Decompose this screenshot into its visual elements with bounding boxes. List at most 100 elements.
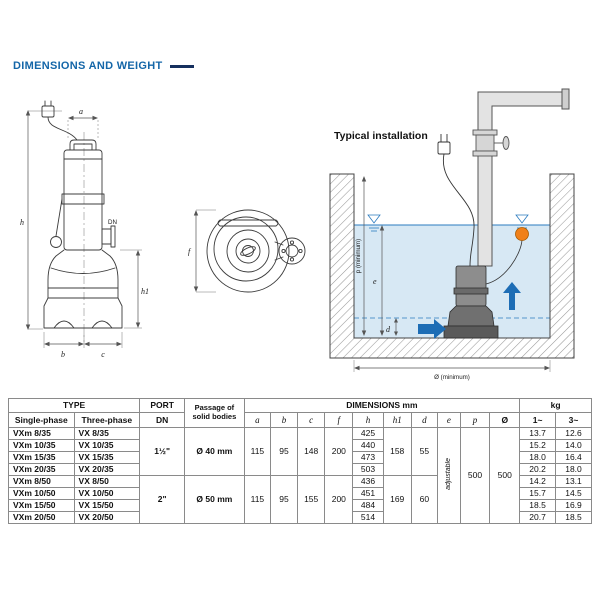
cell-model-three: VX 20/35 bbox=[73, 463, 141, 476]
dim-d: d bbox=[386, 318, 398, 336]
cell-e: adjustable bbox=[437, 427, 461, 524]
sump-walls bbox=[329, 173, 575, 359]
cell-model-three: VX 10/50 bbox=[73, 487, 141, 500]
cell-kg3: 14.5 bbox=[555, 487, 592, 500]
cell-passage: Ø 50 mm bbox=[184, 475, 245, 524]
float-switch bbox=[485, 227, 529, 285]
dim-h-label: h bbox=[20, 218, 24, 227]
cell-model-single: VXm 20/50 bbox=[8, 511, 75, 524]
header-dim-a: a bbox=[243, 412, 272, 428]
cell-model-single: VXm 8/50 bbox=[8, 475, 75, 488]
dim-h: h bbox=[20, 110, 62, 330]
dim-c-label: c bbox=[101, 350, 105, 359]
header-dim-e: e bbox=[437, 412, 461, 428]
dim-b-label: b bbox=[61, 350, 65, 359]
cell-model-three: VX 8/35 bbox=[73, 427, 141, 440]
header-port: PORT bbox=[139, 398, 186, 413]
cell-a: 115 bbox=[243, 427, 272, 476]
cell-model-three: VX 15/35 bbox=[73, 451, 141, 464]
cell-kg1: 18.5 bbox=[519, 499, 556, 512]
cell-model-three: VX 20/50 bbox=[73, 511, 141, 524]
dim-a: a bbox=[67, 107, 99, 139]
cell-kg3: 14.0 bbox=[555, 439, 592, 452]
cell-model-single: VXm 15/50 bbox=[8, 499, 75, 512]
table-row: VXm 20/50 VX 20/50 514 20.7 18.5 bbox=[8, 511, 592, 524]
typical-installation-drawing: p (minimum) e d Ø (minimum) bbox=[329, 88, 575, 381]
cell-diameter: 500 bbox=[489, 427, 521, 524]
pump-top-view-drawing: f bbox=[188, 209, 306, 293]
cell-kg1: 15.2 bbox=[519, 439, 556, 452]
dim-p-min-label: p (minimum) bbox=[355, 239, 362, 273]
pipe-end-cap bbox=[561, 88, 570, 110]
dim-h1: h1 bbox=[120, 249, 149, 329]
header-dn: DN bbox=[139, 412, 186, 428]
dim-h1-label: h1 bbox=[141, 287, 149, 296]
header-dimensions-group: DIMENSIONS mm bbox=[243, 398, 521, 413]
cell-kg3: 13.1 bbox=[555, 475, 592, 488]
installation-title: Typical installation bbox=[334, 130, 428, 142]
header-three-phase: Three-phase bbox=[73, 412, 141, 428]
cell-kg3: 12.6 bbox=[555, 427, 592, 440]
header-dim-f: f bbox=[324, 412, 354, 428]
table-row: VXm 15/35 VX 15/35 473 18.0 16.4 bbox=[8, 451, 592, 464]
cell-h: 440 bbox=[352, 439, 384, 452]
dn-label: DN bbox=[108, 219, 117, 226]
pump-side-view-drawing: h a bbox=[20, 100, 149, 359]
dim-f-label: f bbox=[188, 247, 192, 256]
cell-kg1: 20.7 bbox=[519, 511, 556, 524]
header-dim-diameter: Ø bbox=[489, 412, 521, 428]
flow-arrow-right bbox=[418, 319, 446, 339]
cell-model-three: VX 10/35 bbox=[73, 439, 141, 452]
dim-e-label: e bbox=[373, 277, 377, 286]
cell-model-single: VXm 20/35 bbox=[8, 463, 75, 476]
cell-h1: 158 bbox=[382, 427, 412, 476]
dimensions-table: TYPE PORT Passage of solid bodies DIMENS… bbox=[7, 398, 592, 524]
table-row: VXm 15/50 VX 15/50 484 18.5 16.9 bbox=[8, 499, 592, 512]
header-kg-single: 1~ bbox=[519, 412, 556, 428]
cell-b: 95 bbox=[270, 475, 298, 524]
header-passage: Passage of solid bodies bbox=[184, 398, 245, 428]
dim-diameter-min: Ø (minimum) bbox=[353, 360, 551, 381]
cell-kg3: 18.5 bbox=[555, 511, 592, 524]
cell-passage: Ø 40 mm bbox=[184, 427, 245, 476]
cell-model-single: VXm 15/35 bbox=[8, 451, 75, 464]
cell-kg1: 13.7 bbox=[519, 427, 556, 440]
title-rule bbox=[169, 64, 194, 68]
cell-h: 514 bbox=[352, 511, 384, 524]
header-type-group: TYPE bbox=[7, 398, 141, 413]
cell-kg3: 16.4 bbox=[555, 451, 592, 464]
pump-outline bbox=[43, 139, 123, 329]
power-plug-icon bbox=[437, 134, 475, 267]
cell-d: 60 bbox=[410, 475, 439, 524]
header-dim-c: c bbox=[296, 412, 326, 428]
adjustable-label: adjustable bbox=[445, 458, 453, 490]
submersible-pump bbox=[443, 265, 499, 339]
header-dim-b: b bbox=[270, 412, 298, 428]
dim-e: e bbox=[373, 225, 385, 336]
cell-h: 473 bbox=[352, 451, 384, 464]
cell-model-single: VXm 10/50 bbox=[8, 487, 75, 500]
cell-kg1: 15.7 bbox=[519, 487, 556, 500]
dim-d-label: d bbox=[386, 325, 391, 334]
cell-model-single: VXm 8/35 bbox=[8, 427, 75, 440]
header-dim-h1: h1 bbox=[382, 412, 412, 428]
cell-b: 95 bbox=[270, 427, 298, 476]
header-dim-d: d bbox=[410, 412, 439, 428]
dim-p-min: p (minimum) bbox=[355, 176, 367, 336]
cell-h: 436 bbox=[352, 475, 384, 488]
typical-installation: p (minimum) e d Ø (minimum) bbox=[326, 86, 578, 382]
power-plug-icon bbox=[41, 100, 78, 141]
cell-h: 425 bbox=[352, 427, 384, 440]
cell-a: 115 bbox=[243, 475, 272, 524]
cell-h: 484 bbox=[352, 499, 384, 512]
table-row: VXm 10/35 VX 10/35 440 15.2 14.0 bbox=[8, 439, 592, 452]
table-row: VXm 8/35 VX 8/35 1½" Ø 40 mm 115 95 148 … bbox=[8, 427, 592, 524]
dim-a-label: a bbox=[79, 107, 83, 116]
page-title: DIMENSIONS AND WEIGHT bbox=[13, 60, 163, 72]
cell-model-three: VX 15/50 bbox=[73, 499, 141, 512]
cell-d: 55 bbox=[410, 427, 439, 476]
cell-kg1: 18.0 bbox=[519, 451, 556, 464]
gate-valve bbox=[472, 129, 510, 157]
cell-port-dn: 1½" bbox=[139, 427, 186, 476]
cell-c: 155 bbox=[296, 475, 326, 524]
